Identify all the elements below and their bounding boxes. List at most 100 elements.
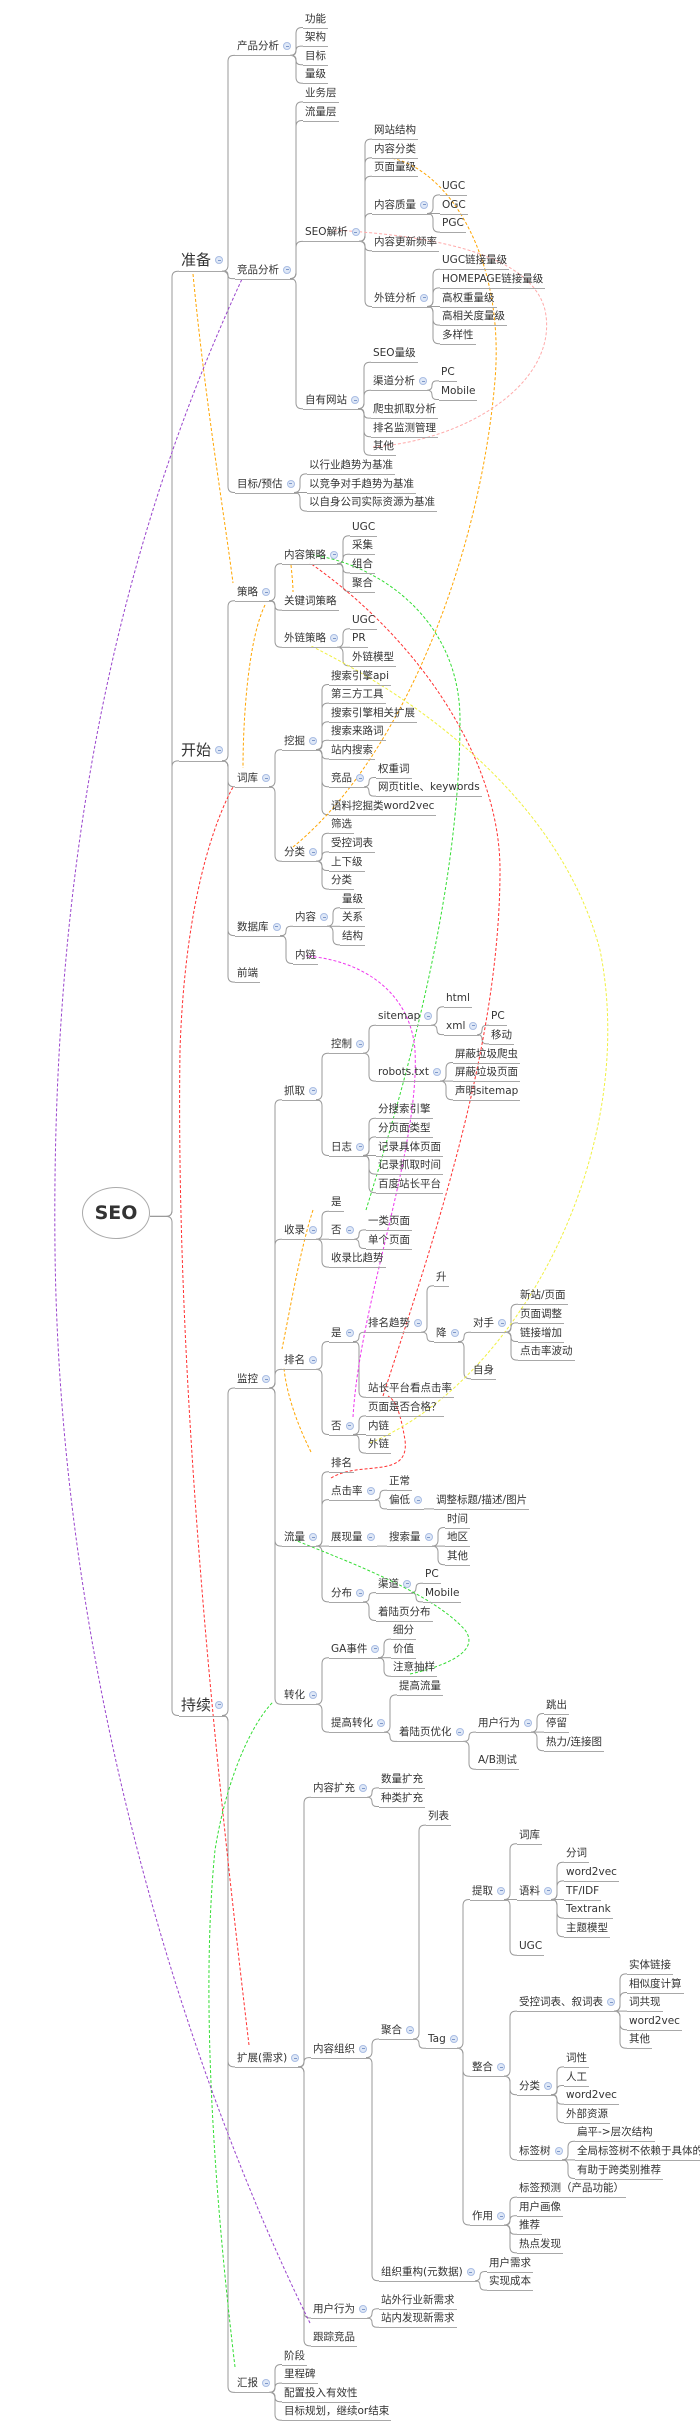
relation-orange-guanjianci-to-ciku[interactable] xyxy=(242,604,266,769)
collapse-icon[interactable] xyxy=(356,1588,364,1597)
subtopic-node[interactable]: 搜索来路词 xyxy=(329,723,386,742)
subtopic-node[interactable]: 量级 xyxy=(340,891,365,909)
subtopic-node[interactable]: 点击率波动 xyxy=(518,1343,575,1362)
subtopic-node[interactable]: 爬虫抓取分析 xyxy=(371,401,438,420)
subtopic-node[interactable]: 扁平->层次结构 xyxy=(575,2124,655,2143)
subtopic-node[interactable]: 页面调整 xyxy=(518,1306,564,1324)
subtopic-node[interactable]: 着陆页分布 xyxy=(376,1604,433,1622)
subtopic-node[interactable]: 外链模型 xyxy=(350,649,396,667)
subtopic-node[interactable]: 记录抓取时间 xyxy=(376,1157,443,1176)
collapse-icon[interactable] xyxy=(498,1319,506,1328)
collapse-icon[interactable] xyxy=(262,2379,270,2388)
topic-seo[interactable]: SEO解析 xyxy=(303,224,362,243)
subtopic-node[interactable]: 量级 xyxy=(303,66,328,85)
topic-node[interactable]: 控制 xyxy=(329,1036,366,1055)
root-topic-seo[interactable]: SEO xyxy=(82,1187,150,1239)
topic-node[interactable]: 内容扩充 xyxy=(311,1780,369,1799)
collapse-icon[interactable] xyxy=(497,2212,505,2220)
topic-node[interactable]: 内容组织 xyxy=(311,2041,369,2059)
subtopic-node[interactable]: 停留 xyxy=(544,1715,569,1734)
subtopic-title-keywords[interactable]: 网页title、keywords xyxy=(376,779,482,798)
subtopic-node[interactable]: 标签预测（产品功能） xyxy=(517,2180,626,2199)
subtopic-sitemap[interactable]: 声明sitemap xyxy=(453,1083,521,1101)
subtopic-node[interactable]: 业务层 xyxy=(303,85,339,103)
subtopic-mobile[interactable]: Mobile xyxy=(423,1585,462,1603)
collapse-icon[interactable] xyxy=(262,587,270,596)
subtopic-node[interactable]: 站外行业新需求 xyxy=(379,2292,457,2310)
collapse-icon[interactable] xyxy=(283,265,291,274)
topic-node[interactable]: 转化 xyxy=(282,1687,319,1706)
collapse-icon[interactable] xyxy=(320,913,328,922)
topic-node[interactable]: 是 xyxy=(329,1325,356,1343)
topic-node[interactable]: 词库 xyxy=(235,770,272,788)
topic-node[interactable]: 自有网站 xyxy=(303,392,361,410)
collapse-icon[interactable] xyxy=(215,256,224,265)
collapse-icon[interactable] xyxy=(359,2305,367,2313)
topic-node[interactable]: 展现量 xyxy=(329,1529,377,1548)
topic-node[interactable]: 内容 xyxy=(293,909,330,928)
subtopic-node[interactable]: 高相关度量级 xyxy=(440,308,507,327)
subtopic-node[interactable]: 功能 xyxy=(303,11,328,29)
topic-node[interactable]: 点击率 xyxy=(329,1483,377,1501)
subtopic-pc[interactable]: PC xyxy=(489,1008,507,1027)
subtopic-node[interactable]: 升 xyxy=(434,1269,449,1287)
topic-node[interactable]: 持续 xyxy=(179,1695,226,1717)
collapse-icon[interactable] xyxy=(449,2035,458,2044)
topic-node[interactable]: 内容策略 xyxy=(282,547,340,565)
subtopic-node[interactable]: 第三方工具 xyxy=(329,686,386,705)
topic-ga[interactable]: GA事件 xyxy=(329,1641,382,1659)
subtopic-ogc[interactable]: OGC xyxy=(440,197,468,215)
subtopic-node[interactable]: 分词 xyxy=(564,1845,589,1864)
subtopic-node[interactable]: 一类页面 xyxy=(366,1213,412,1231)
collapse-icon[interactable] xyxy=(406,2026,414,2034)
collapse-icon[interactable] xyxy=(414,1495,422,1504)
subtopic-node[interactable]: 多样性 xyxy=(440,327,476,345)
collapse-icon[interactable] xyxy=(345,1328,354,1337)
subtopic-ugc[interactable]: UGC xyxy=(350,519,378,537)
subtopic-node[interactable]: 词共现 xyxy=(627,1994,663,2013)
collapse-icon[interactable] xyxy=(554,2146,563,2155)
topic-node[interactable]: 标签树 xyxy=(517,2143,565,2161)
subtopic-a-b[interactable]: A/B测试 xyxy=(476,1752,519,1771)
subtopic-node[interactable]: 推荐 xyxy=(517,2217,542,2236)
collapse-icon[interactable] xyxy=(366,1533,375,1542)
topic-node[interactable]: 监控 xyxy=(235,1371,272,1389)
subtopic-node[interactable]: 上下级 xyxy=(329,854,365,872)
collapse-icon[interactable] xyxy=(309,848,317,857)
topic-node[interactable]: 作用 xyxy=(470,2208,507,2226)
topic-node[interactable]: 渠道 xyxy=(376,1576,413,1594)
topic-node[interactable]: 搜索量 xyxy=(387,1529,435,1548)
subtopic-pc[interactable]: PC xyxy=(439,364,457,382)
subtopic-ugc[interactable]: UGC xyxy=(517,1938,545,1957)
collapse-icon[interactable] xyxy=(345,1421,354,1430)
subtopic-node[interactable]: 收录比趋势 xyxy=(329,1250,386,1269)
collapse-icon[interactable] xyxy=(309,736,317,745)
subtopic-node[interactable]: 以竞争对手趋势为基准 xyxy=(307,476,416,494)
subtopic-node[interactable]: 外链 xyxy=(366,1436,391,1455)
collapse-icon[interactable] xyxy=(309,1086,317,1095)
subtopic-node[interactable]: 跳出 xyxy=(544,1697,569,1715)
topic-node[interactable]: 外链策略 xyxy=(282,630,340,649)
subtopic-node[interactable]: 站长平台看点击率 xyxy=(366,1380,454,1399)
collapse-icon[interactable] xyxy=(291,2053,300,2062)
subtopic-node[interactable]: 其他 xyxy=(371,438,396,457)
subtopic-node[interactable]: 自身 xyxy=(471,1362,496,1380)
topic-node[interactable]: 受控词表、叙词表 xyxy=(517,1994,617,2013)
subtopic-word2vec[interactable]: 语料挖掘类word2vec xyxy=(329,798,437,816)
collapse-icon[interactable] xyxy=(309,1533,317,1542)
collapse-icon[interactable] xyxy=(371,1644,380,1653)
subtopic-node[interactable]: 主题模型 xyxy=(564,1920,610,1938)
subtopic-node[interactable]: 相似度计算 xyxy=(627,1976,684,1994)
subtopic-node[interactable]: 实现成本 xyxy=(487,2273,533,2292)
subtopic-node[interactable]: 列表 xyxy=(426,1808,451,1827)
topic-node[interactable]: 竞品 xyxy=(329,770,366,788)
topic-xml[interactable]: xml xyxy=(444,1018,480,1036)
collapse-icon[interactable] xyxy=(424,1533,433,1542)
subtopic-api[interactable]: 搜索引擎api xyxy=(329,668,392,686)
topic-node[interactable]: 组织重构(元数据) xyxy=(379,2264,477,2282)
topic-node[interactable]: 否 xyxy=(329,1418,356,1436)
collapse-icon[interactable] xyxy=(366,1486,375,1495)
collapse-icon[interactable] xyxy=(419,377,427,386)
subtopic-node[interactable]: 记录具体页面 xyxy=(376,1139,443,1157)
collapse-icon[interactable] xyxy=(544,2081,552,2090)
